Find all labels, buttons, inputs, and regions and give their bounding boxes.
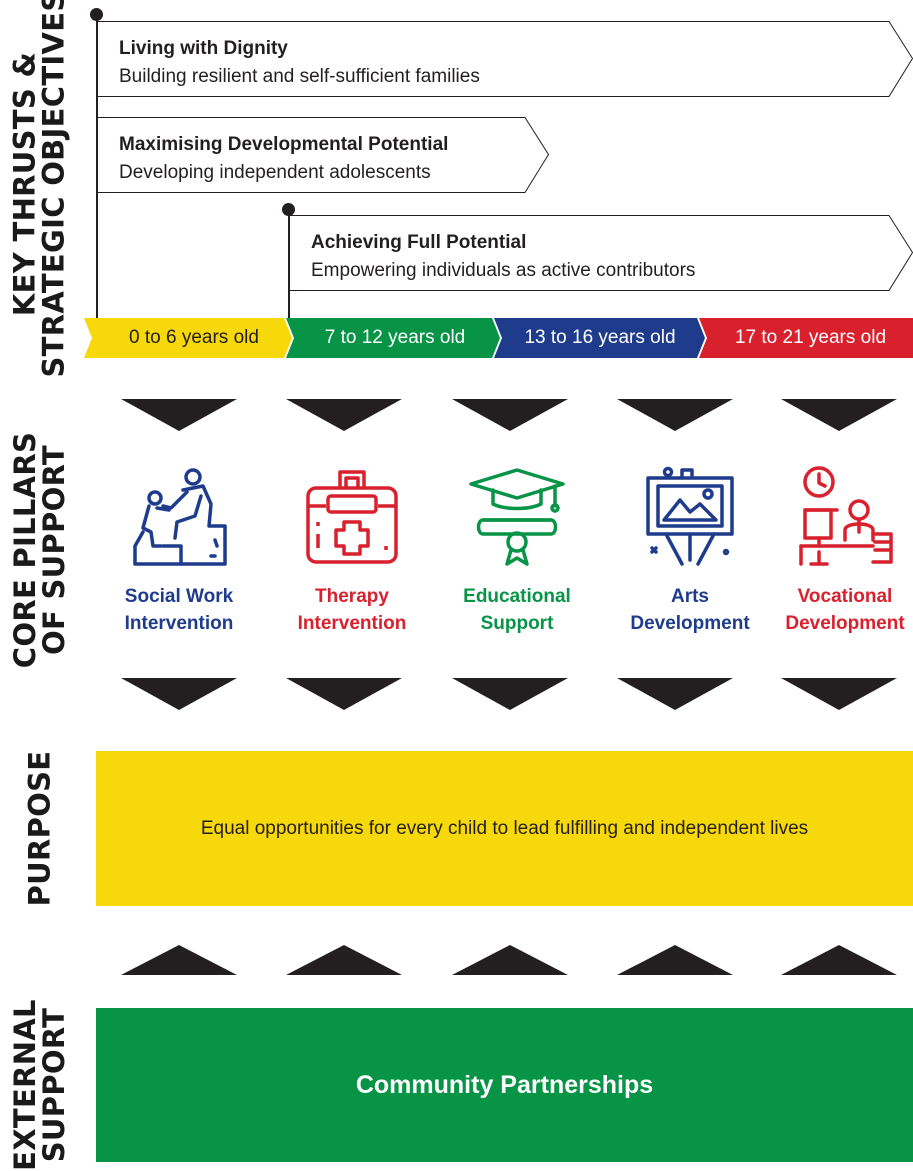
down-arrow-triangle <box>286 399 402 431</box>
pillar-arts-development: Arts Development <box>610 466 770 637</box>
pillar-name-line2: Development <box>630 613 750 634</box>
timeline-line-secondary <box>288 210 290 318</box>
age-segment-shape <box>286 318 500 358</box>
easel-painting-icon <box>646 466 734 566</box>
graduation-cap-diploma-icon <box>469 468 565 566</box>
pillar-name-line1: Vocational <box>797 586 893 607</box>
up-arrow-triangle <box>121 945 237 975</box>
down-arrow-triangle <box>286 678 402 710</box>
age-group-band: 0 to 6 years old 7 to 12 years old 13 to… <box>84 318 913 358</box>
thrust-arrow-shape <box>97 117 550 193</box>
down-arrow-triangle <box>121 399 237 431</box>
up-arrow-triangle <box>617 945 733 975</box>
age-group-label: 7 to 12 years old <box>324 327 466 348</box>
age-segment-shape <box>494 318 705 358</box>
external-support-text: Community Partnerships <box>355 1070 654 1099</box>
down-arrow-triangle <box>617 399 733 431</box>
down-arrow-triangle <box>452 678 568 710</box>
age-segment-shape <box>699 318 913 358</box>
pillar-vocational-development: Vocational Development <box>765 466 913 637</box>
down-arrow-triangle <box>781 678 897 710</box>
down-arrow-triangle <box>617 678 733 710</box>
purpose-box: Equal opportunities for every child to l… <box>96 751 913 906</box>
thrust-title: Maximising Developmental Potential <box>119 134 449 155</box>
thrust-title: Achieving Full Potential <box>311 232 527 253</box>
thrust-maximising-developmental-potential: Maximising Developmental Potential Devel… <box>97 117 550 193</box>
age-group-label: 13 to 16 years old <box>524 327 676 348</box>
pillar-name-line2: Development <box>785 613 905 634</box>
up-arrow-triangle <box>286 945 402 975</box>
pillar-name-line1: Educational <box>463 586 571 607</box>
timeline-line-main <box>96 14 98 318</box>
pillar-name-line1: Social Work <box>124 586 234 607</box>
pillar-educational-support: Educational Support <box>437 466 597 637</box>
down-arrow-triangle <box>121 678 237 710</box>
first-aid-kit-icon <box>306 470 398 564</box>
key-thrusts-section-title: KEY THRUSTS &STRATEGIC OBJECTIVES <box>8 0 72 378</box>
age-segment-shape <box>84 318 292 358</box>
external-support-box: Community Partnerships <box>96 1008 913 1162</box>
pillar-name-line1: Therapy <box>315 586 389 607</box>
pillar-social-work-intervention: Social Work Intervention <box>99 466 259 637</box>
down-arrow-triangle <box>452 399 568 431</box>
thrust-achieving-full-potential: Achieving Full Potential Empowering indi… <box>289 215 913 291</box>
timeline-branch-dot <box>282 203 295 216</box>
pillar-name-line2: Intervention <box>124 613 234 634</box>
age-group-label: 17 to 21 years old <box>734 327 887 348</box>
purpose-text: Equal opportunities for every child to l… <box>200 817 809 839</box>
thrust-subtitle: Building resilient and self-sufficient f… <box>119 66 480 87</box>
up-arrow-triangle <box>452 945 568 975</box>
thrust-subtitle: Developing independent adolescents <box>119 162 431 183</box>
age-band-shapes <box>84 318 913 358</box>
timeline-start-dot <box>90 8 103 21</box>
pillar-name-line2: Support <box>480 613 554 634</box>
age-group-label: 0 to 6 years old <box>129 327 259 348</box>
up-arrow-triangle <box>781 945 897 975</box>
pillar-therapy-intervention: Therapy Intervention <box>272 466 432 637</box>
desk-worker-clock-icon <box>799 466 893 566</box>
thrust-living-with-dignity: Living with Dignity Building resilient a… <box>97 21 913 97</box>
purpose-section-title: PURPOSE <box>22 750 57 907</box>
climbing-help-icon <box>133 468 227 566</box>
thrust-title: Living with Dignity <box>119 38 288 59</box>
thrust-subtitle: Empowering individuals as active contrib… <box>311 260 696 281</box>
pillar-name-line2: Intervention <box>297 613 407 634</box>
pillar-name-line1: Arts <box>670 586 709 607</box>
down-arrow-triangle <box>781 399 897 431</box>
